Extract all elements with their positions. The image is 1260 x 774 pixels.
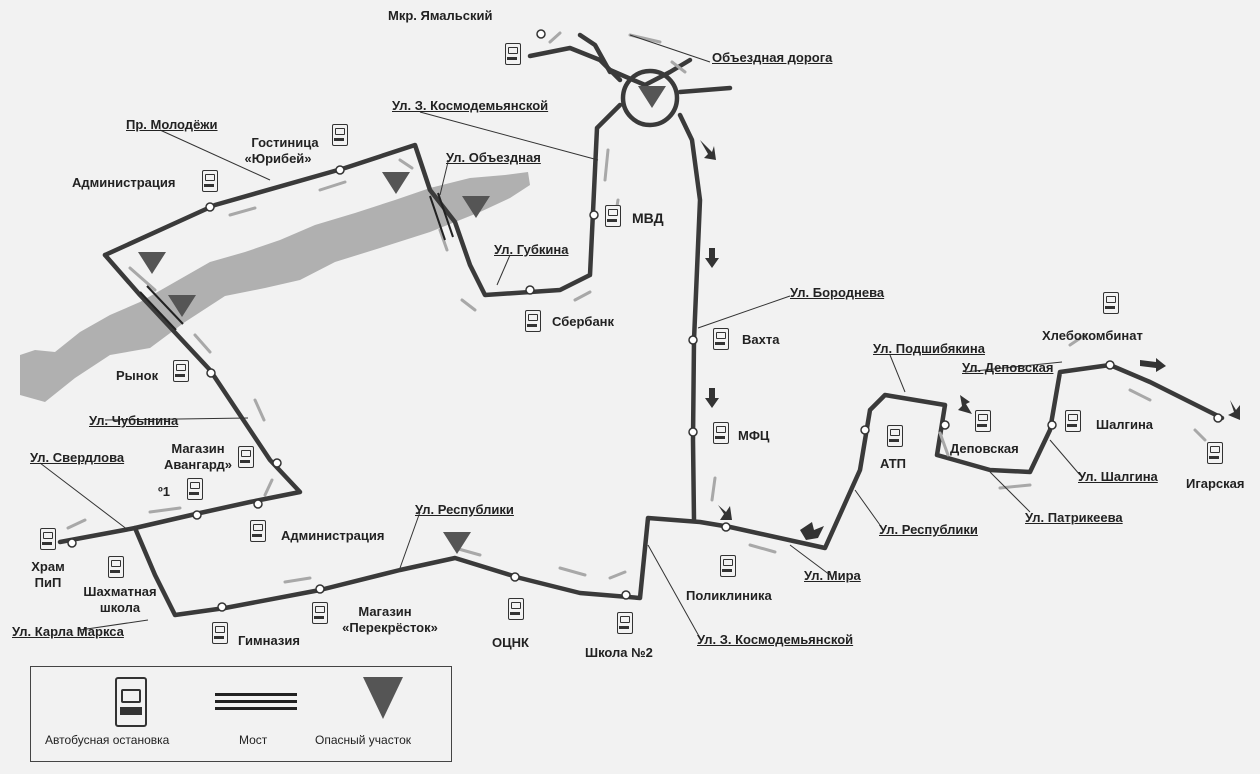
stop-label-magazin: Магазин — [171, 441, 225, 456]
bus-stop-icon — [1065, 410, 1081, 432]
map-legend: Автобусная остановка Мост Опасный участо… — [30, 666, 452, 762]
legend-hazard-label: Опасный участок — [315, 733, 412, 747]
bus-stop-icon — [238, 446, 254, 468]
street-label: Ул. Бороднева — [790, 285, 885, 300]
stop-label-gostinitsa-name: «Юрибей» — [244, 151, 312, 166]
route-west-leg — [57, 252, 303, 545]
street-label: Ул. З. Космодемьянской — [697, 632, 854, 647]
route-east-vertical — [677, 112, 703, 523]
stop-label-shkola2: Школа №2 — [585, 645, 653, 660]
bus-stop-icon — [605, 205, 621, 227]
stop-label-khram: Храм — [31, 559, 65, 574]
stop-label-atp: АТП — [880, 456, 907, 471]
street-label: Ул. З. Космодемьянской — [392, 98, 549, 113]
stop-label-administratsiya-top: Администрация — [72, 175, 176, 190]
stop-label-khlebokombinat: Хлебокомбинат — [1042, 328, 1143, 343]
bus-stop-icon — [508, 598, 524, 620]
street-label: Ул. Губкина — [494, 242, 569, 257]
legend-hazard-icon — [363, 677, 403, 719]
stop-label-administratsiya-bottom: Администрация — [281, 528, 385, 543]
stop-label-vakhta: Вахта — [742, 332, 780, 347]
bus-stop-icon — [713, 422, 729, 444]
bus-stop-icon — [332, 124, 348, 146]
roundabout — [620, 68, 680, 128]
bridges — [139, 192, 454, 331]
stop-label-shakhmatnaya: Шахматная — [83, 584, 157, 599]
stop-label-magazin-2: Магазин — [358, 604, 412, 619]
street-label: Ул. Подшибякина — [873, 341, 985, 356]
stop-label-shkola: школа — [99, 600, 141, 615]
stop-label-sberbank: Сбербанк — [552, 314, 615, 329]
hazard-markers — [138, 86, 666, 554]
street-label: Ул. Патрикеева — [1025, 510, 1123, 525]
street-label: Ул. Республики — [415, 502, 514, 517]
stop-label-depovskaya: Деповская — [950, 441, 1019, 456]
bus-stop-icon — [250, 520, 266, 542]
bus-stop-icon — [1103, 292, 1119, 314]
stop-label-mfc: МФЦ — [738, 428, 770, 443]
stop-label-no1: º1 — [158, 484, 170, 499]
bus-stop-icon — [713, 328, 729, 350]
bus-stop-icon — [505, 43, 521, 65]
bus-stop-icon — [212, 622, 228, 644]
stop-label-pip: ПиП — [34, 575, 62, 590]
street-label: Ул. Чубынина — [89, 413, 179, 428]
stop-label-poliklinika: Поликлиника — [686, 588, 772, 603]
bus-stop-icon — [525, 310, 541, 332]
stop-label-perekrestok: «Перекрёсток» — [342, 620, 438, 635]
bus-stop-icon — [173, 360, 189, 382]
bus-stop-icon — [617, 612, 633, 634]
street-label: Ул. Свердлова — [30, 450, 125, 465]
stop-label-gimnaziya: Гимназия — [238, 633, 300, 648]
stop-label-mvd: МВД — [632, 210, 664, 226]
bus-stop-icon — [108, 556, 124, 578]
street-label: Объездная дорога — [712, 50, 833, 65]
legend-bridge-icon — [215, 693, 297, 696]
stop-label-shalgina: Шалгина — [1096, 417, 1154, 432]
street-label: Ул. Мира — [804, 568, 861, 583]
stop-label-igarskaya: Игарская — [1186, 476, 1245, 491]
street-label: Ул. Объездная — [446, 150, 541, 165]
street-label: Ул. Деповская — [962, 360, 1054, 375]
street-label: Ул. Шалгина — [1078, 469, 1158, 484]
bus-stop-icon — [720, 555, 736, 577]
route-south — [132, 362, 1225, 618]
street-label: Ул. Карла Маркса — [12, 624, 124, 639]
route-north-inner — [607, 57, 693, 88]
route-west-loop — [102, 102, 623, 298]
legend-bus-stop-icon — [115, 677, 147, 727]
legend-bus-stop-label: Автобусная остановка — [45, 733, 170, 747]
route-north-exit — [677, 85, 733, 95]
stop-label-avangard: Авангард» — [163, 457, 233, 472]
legend-bridge-label: Мост — [239, 733, 268, 747]
bus-stop-icon — [887, 425, 903, 447]
river — [20, 172, 530, 402]
bus-stop-icon — [202, 170, 218, 192]
street-label: Пр. Молодёжи — [126, 117, 218, 132]
bus-stop-icon — [1207, 442, 1223, 464]
stop-label-rynok: Рынок — [116, 368, 159, 383]
bus-stop-icon — [40, 528, 56, 550]
bus-stop-icon — [312, 602, 328, 624]
bus-stop-icon — [187, 478, 203, 500]
route-north-spur-b — [577, 32, 613, 75]
stop-label-gostinitsa: Гостиница — [251, 135, 319, 150]
stop-label-mikr-yamalsky: Мкр. Ямальский — [388, 8, 493, 23]
stop-dots — [67, 29, 1223, 612]
street-label: Ул. Республики — [879, 522, 978, 537]
bus-stop-icon — [975, 410, 991, 432]
stop-label-ocnk: ОЦНК — [492, 635, 529, 650]
